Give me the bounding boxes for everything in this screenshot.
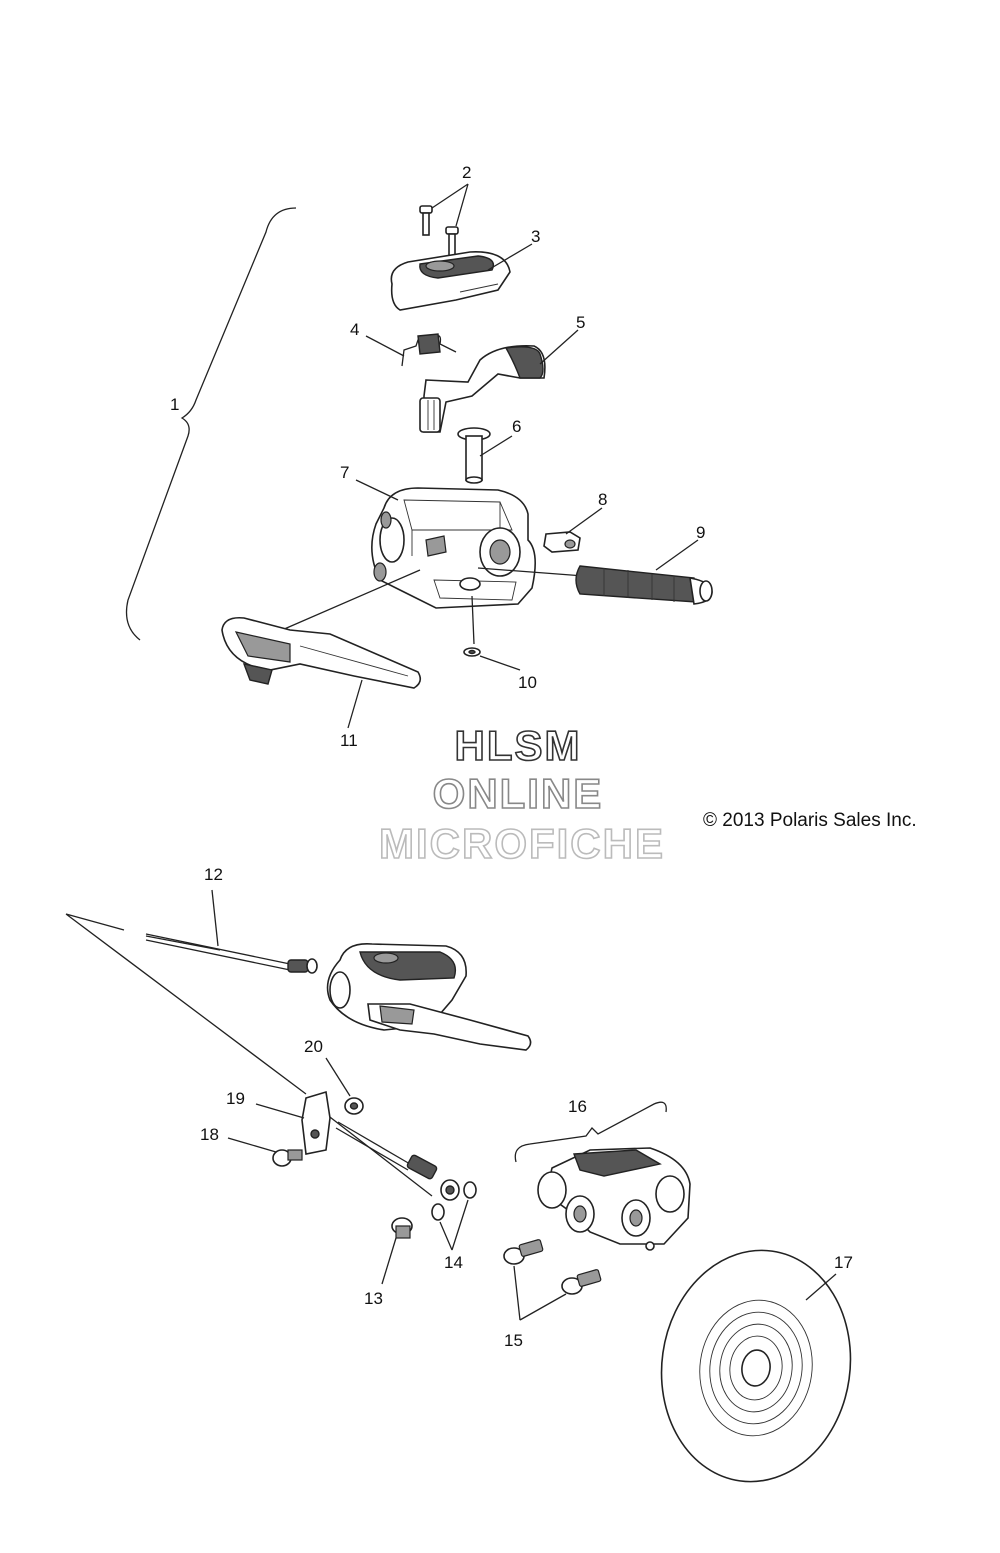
assembled-master-cylinder [326,943,532,1051]
callout-13-leader [381,1237,397,1285]
callout-8: 8 [598,490,607,509]
assembly-1-bracket [125,207,297,641]
part-16-bracket-line [514,1101,667,1163]
callout-2-leaders [431,183,469,227]
part-8-block [543,531,581,553]
callout-4-leader [365,335,405,357]
callout-10-leader [479,655,521,671]
callout-14-leaders [439,1199,469,1251]
callout-12: 12 [204,865,223,884]
part-11-brake-lever [221,569,422,689]
part-13-banjo-bolt [391,1217,413,1239]
callout-6-leader [479,435,513,457]
part-16-caliper [537,1147,691,1251]
callout-5-leader [539,329,579,365]
part-12-cable [145,933,318,974]
callout-7-leader [355,479,399,501]
part-9-grip [477,565,713,605]
copyright-text: © 2013 Polaris Sales Inc. [703,810,917,831]
callout-11-leader [347,679,363,729]
callout-17-leader [805,1273,837,1301]
part-2-screws [419,205,459,257]
part-19-bracket [301,1090,331,1155]
callout-3: 3 [531,227,540,246]
callout-20: 20 [304,1037,323,1056]
part-10-washer [463,595,481,657]
callout-11: 11 [340,731,358,750]
part-17-brake-disc [660,1249,852,1483]
part-7-housing [371,487,536,609]
callout-1: 1 [170,395,179,414]
part-14-washers [431,1181,477,1221]
callout-19: 19 [226,1089,245,1108]
callout-18: 18 [200,1125,219,1144]
callout-9: 9 [696,523,705,542]
callout-2: 2 [462,163,471,182]
callout-15: 15 [504,1331,523,1350]
callout-16: 16 [568,1097,587,1116]
callout-12-leader [211,889,219,947]
watermark-line-1: HLSM [455,722,582,769]
callout-19-leader [255,1103,305,1119]
callout-8-leader [565,507,603,535]
part-15-bolts [503,1239,602,1295]
callout-9-leader [655,539,699,571]
part-18-bolt [272,1149,303,1167]
callout-17: 17 [834,1253,853,1272]
callout-4: 4 [350,320,359,339]
callout-10: 10 [518,673,537,692]
callout-3-leader [487,243,533,271]
brake-hose [335,1121,460,1201]
routing-lines [65,913,433,1197]
callout-20-leader [325,1057,351,1097]
callout-7: 7 [340,463,349,482]
callout-5: 5 [576,313,585,332]
callout-18-leader [227,1137,277,1153]
callout-15-leaders [513,1265,567,1321]
part-5-lever-arm [419,344,546,433]
callout-14: 14 [444,1253,463,1272]
part-20-nut [344,1097,364,1115]
watermark-line-3: MICROFICHE [379,820,665,867]
part-3-cover [390,251,511,311]
callout-13: 13 [364,1289,383,1308]
watermark-line-2: ONLINE [433,770,604,817]
part-4-spring [401,333,457,367]
part-6-pin [457,427,491,484]
callout-6: 6 [512,417,521,436]
